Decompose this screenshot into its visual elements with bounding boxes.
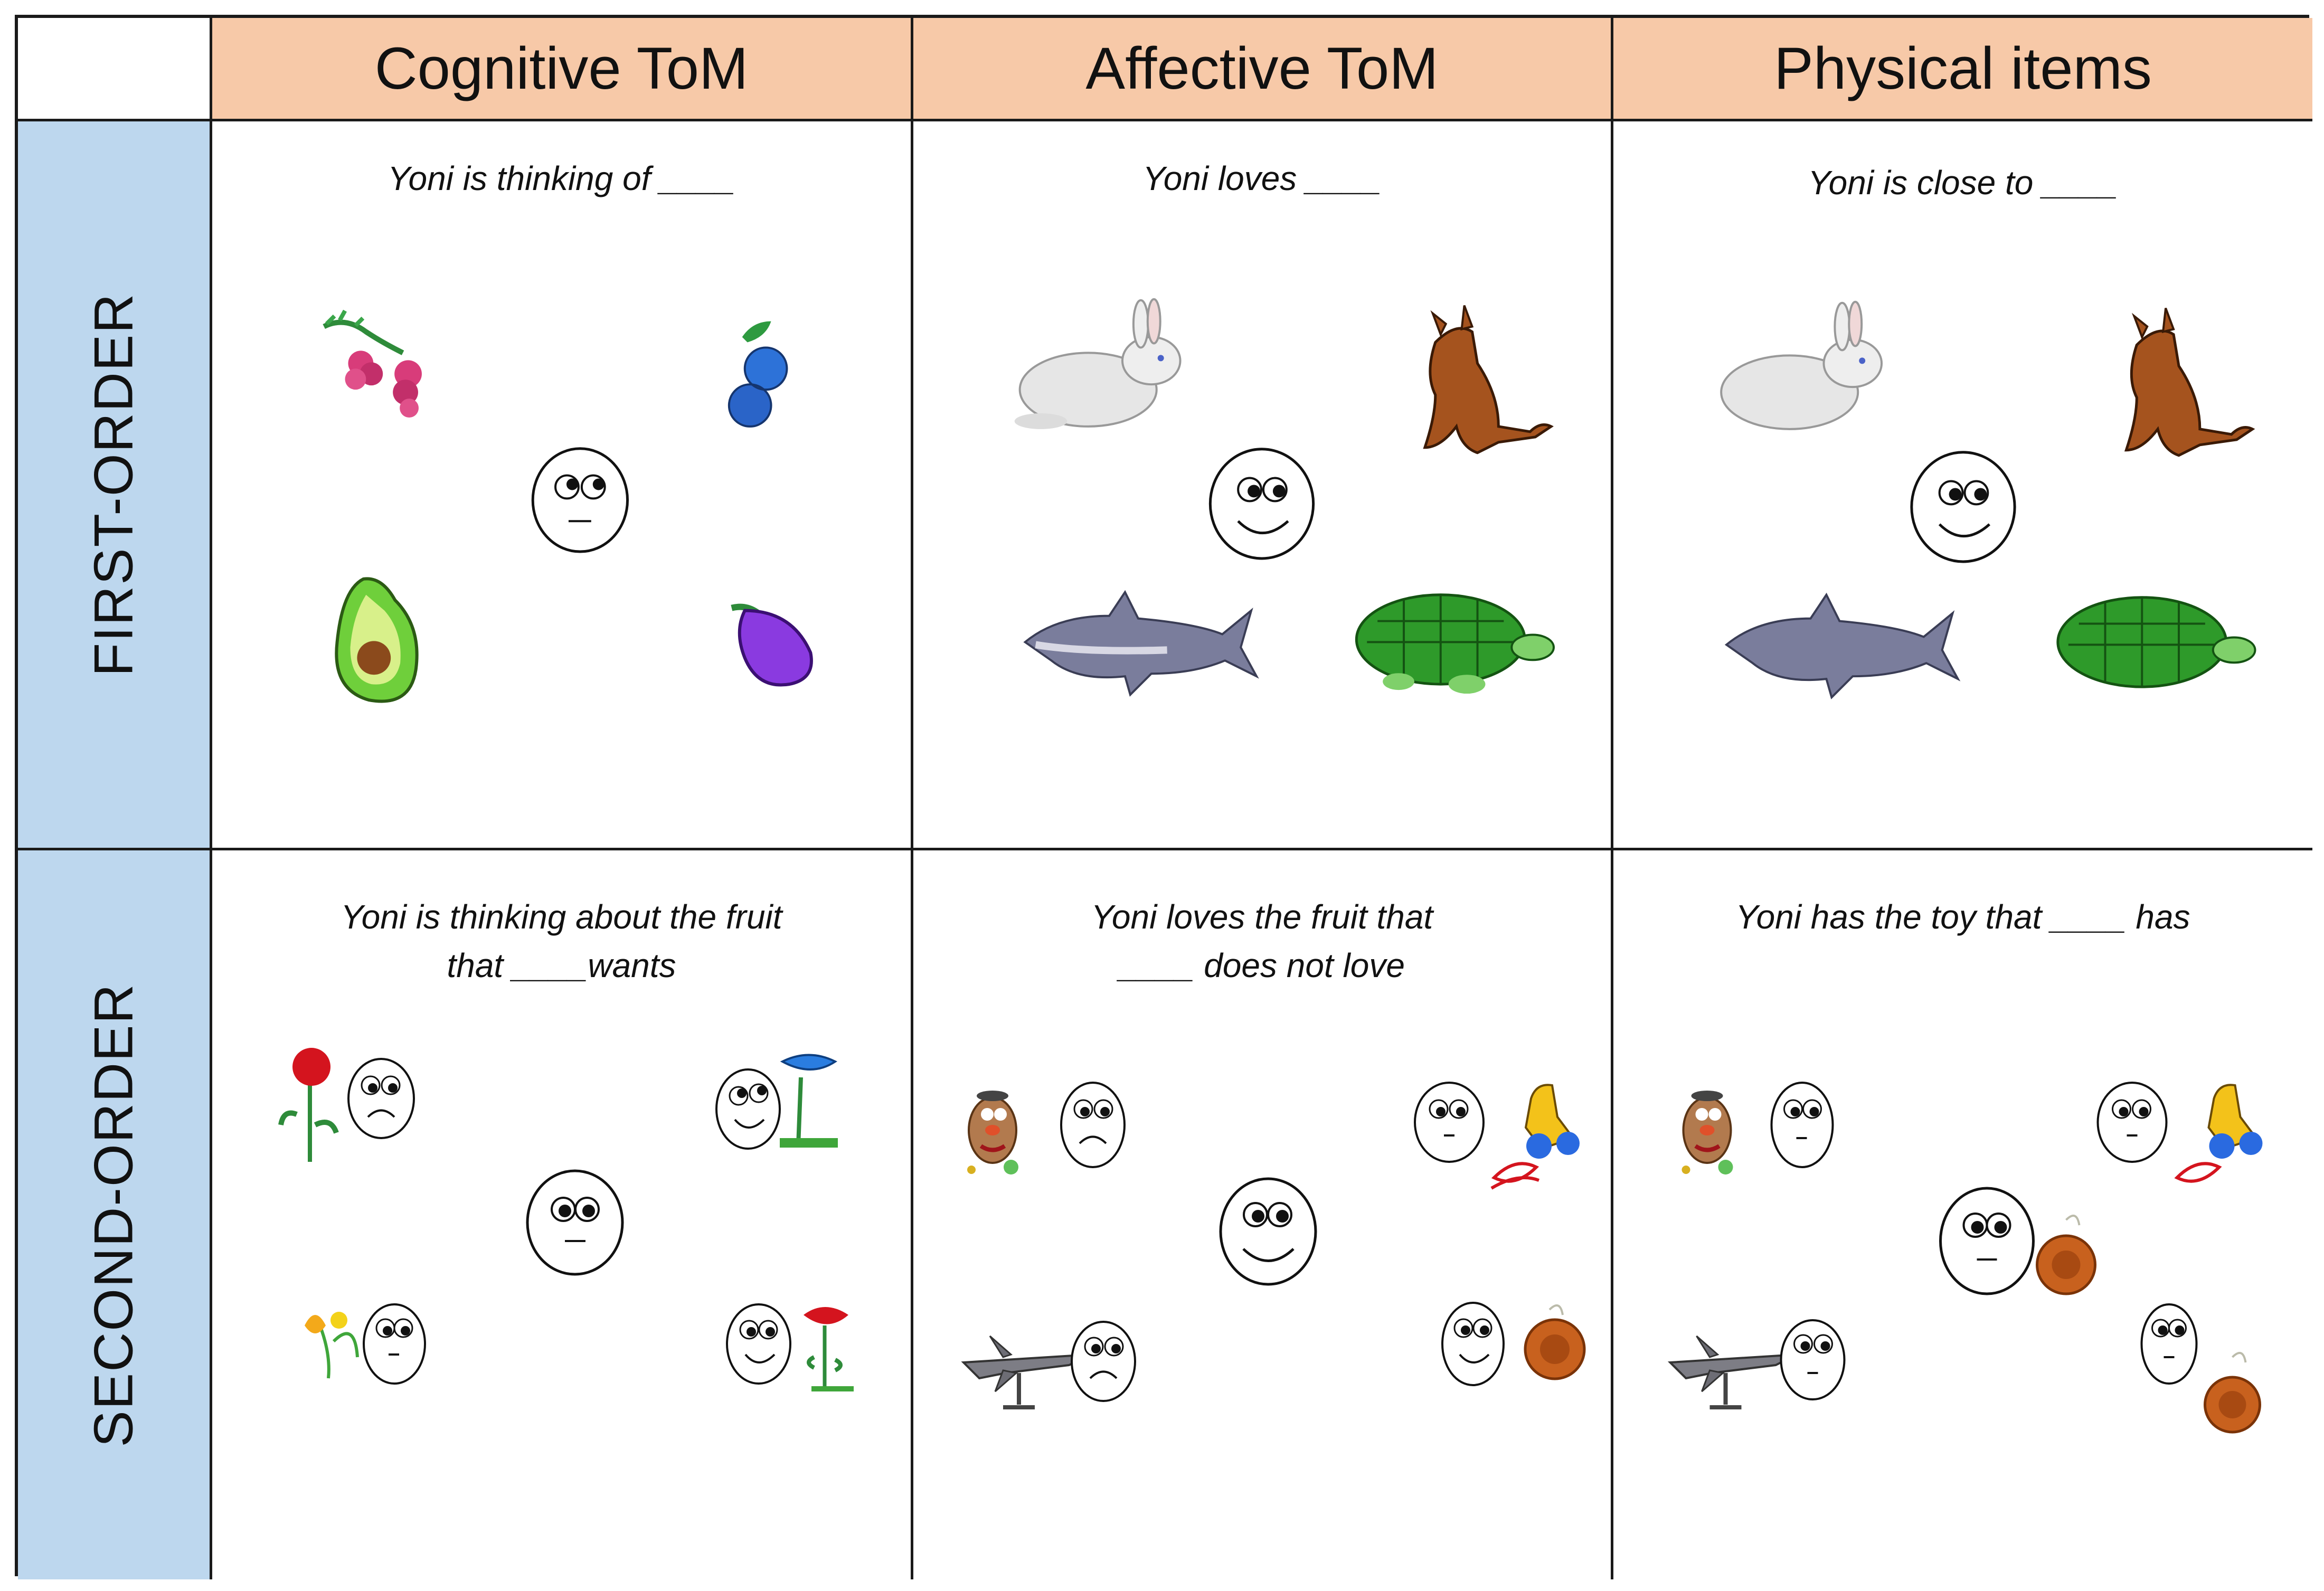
panel-first-physical: Yoni is close to ____	[1613, 121, 2312, 850]
yellow-flower-icon	[305, 1312, 359, 1379]
smile-face-icon	[1441, 1302, 1505, 1386]
yoyo-icon	[2036, 1215, 2096, 1295]
thinking-face-icon	[531, 447, 629, 553]
donkey-icon	[2124, 308, 2255, 457]
prompt-text: Yoni has the toy that ____ has	[1735, 898, 2190, 936]
panel-second-cognitive: Yoni is thinking about the fruit that __…	[212, 850, 913, 1579]
panel-second-physical: Yoni has the toy that ____ has	[1613, 850, 2312, 1579]
potato-toy-icon	[1681, 1091, 1733, 1175]
neutral-face-icon	[1780, 1319, 1846, 1400]
panel-art	[1667, 1082, 2263, 1434]
panel-art	[1014, 298, 1555, 697]
panel-art	[1720, 300, 2256, 699]
smile-face-icon	[726, 1303, 791, 1385]
column-header-label: Affective ToM	[1085, 35, 1439, 101]
prompt-text: Yoni is close to ____	[1808, 164, 2118, 202]
yoyo-icon	[1524, 1304, 1586, 1380]
airplane-toy-icon	[961, 1335, 1091, 1409]
panel-art	[961, 1082, 1586, 1409]
row-header-label: FIRST-ORDER	[83, 292, 144, 677]
panel-first-cognitive: Yoni is thinking of ____	[212, 121, 913, 850]
donkey-icon	[1423, 305, 1554, 454]
potato-toy-icon	[967, 1091, 1018, 1175]
prompt-line-2: ____ does not love	[1119, 946, 1405, 984]
column-header-label: Physical items	[1774, 35, 2152, 101]
panel-first-affective: Yoni loves ____	[913, 121, 1613, 850]
prompt-line-1: Yoni loves the fruit that	[1091, 898, 1433, 936]
raspberry-icon	[323, 309, 422, 418]
neutral-face-icon	[363, 1303, 426, 1385]
shark-icon	[1023, 590, 1259, 697]
corner-cell	[18, 18, 212, 121]
giraffe-toy-icon	[1490, 1084, 1580, 1190]
neutral-face-icon	[1770, 1082, 1834, 1168]
row-header-label: SECOND-ORDER	[83, 982, 144, 1447]
turtle-icon	[2056, 596, 2256, 688]
column-header-label: Cognitive ToM	[374, 35, 749, 101]
panel-art	[323, 309, 813, 703]
smile-face-icon	[715, 1068, 781, 1150]
rose-icon	[278, 1048, 339, 1162]
neutral-face-icon	[526, 1169, 624, 1276]
prompt-line-1: Yoni is thinking about the fruit	[341, 898, 782, 936]
smile-face-icon	[1219, 1177, 1317, 1286]
tom-task-table: Cognitive ToM Affective ToM Physical ite…	[15, 15, 2312, 1579]
neutral-face-icon	[1939, 1187, 2035, 1295]
blue-flower-icon	[780, 1054, 838, 1148]
prompt-text: Yoni is thinking of ____	[388, 159, 735, 197]
panel-second-affective: Yoni loves the fruit that ____ does not …	[913, 850, 1613, 1579]
airplane-toy-icon	[1667, 1335, 1798, 1409]
prompt-text: Yoni loves ____	[1142, 159, 1382, 197]
smiling-face-icon	[1208, 448, 1315, 560]
giraffe-toy-icon	[2174, 1084, 2263, 1183]
column-header-cognitive: Cognitive ToM	[212, 18, 913, 121]
prompt-text: Yoni loves the fruit that ____ does not …	[913, 893, 1611, 990]
blueberry-icon	[728, 321, 788, 428]
row-header-second-order: SECOND-ORDER	[18, 850, 212, 1579]
frown-face-icon	[347, 1058, 415, 1139]
shark-icon	[1724, 592, 1961, 699]
rabbit-icon	[1014, 298, 1182, 429]
frown-face-icon	[1060, 1082, 1126, 1168]
prompt-line-2: that ____wants	[447, 946, 676, 984]
row-header-first-order: FIRST-ORDER	[18, 121, 212, 850]
eggplant-icon	[731, 603, 813, 687]
neutral-face-icon	[2096, 1082, 2168, 1163]
turtle-icon	[1355, 593, 1555, 694]
column-header-affective: Affective ToM	[913, 18, 1613, 121]
avocado-icon	[335, 577, 419, 703]
neutral-face-icon	[2140, 1303, 2198, 1385]
rabbit-icon	[1720, 300, 1883, 430]
neutral-face-icon	[1414, 1082, 1485, 1163]
red-flower-icon	[804, 1307, 854, 1391]
frown-face-icon	[1071, 1321, 1136, 1402]
smiling-face-icon	[1910, 451, 2016, 563]
yoyo-icon	[2204, 1352, 2261, 1434]
column-header-physical: Physical items	[1613, 18, 2312, 121]
prompt-text: Yoni is thinking about the fruit that __…	[212, 893, 911, 990]
panel-art	[278, 1048, 854, 1391]
